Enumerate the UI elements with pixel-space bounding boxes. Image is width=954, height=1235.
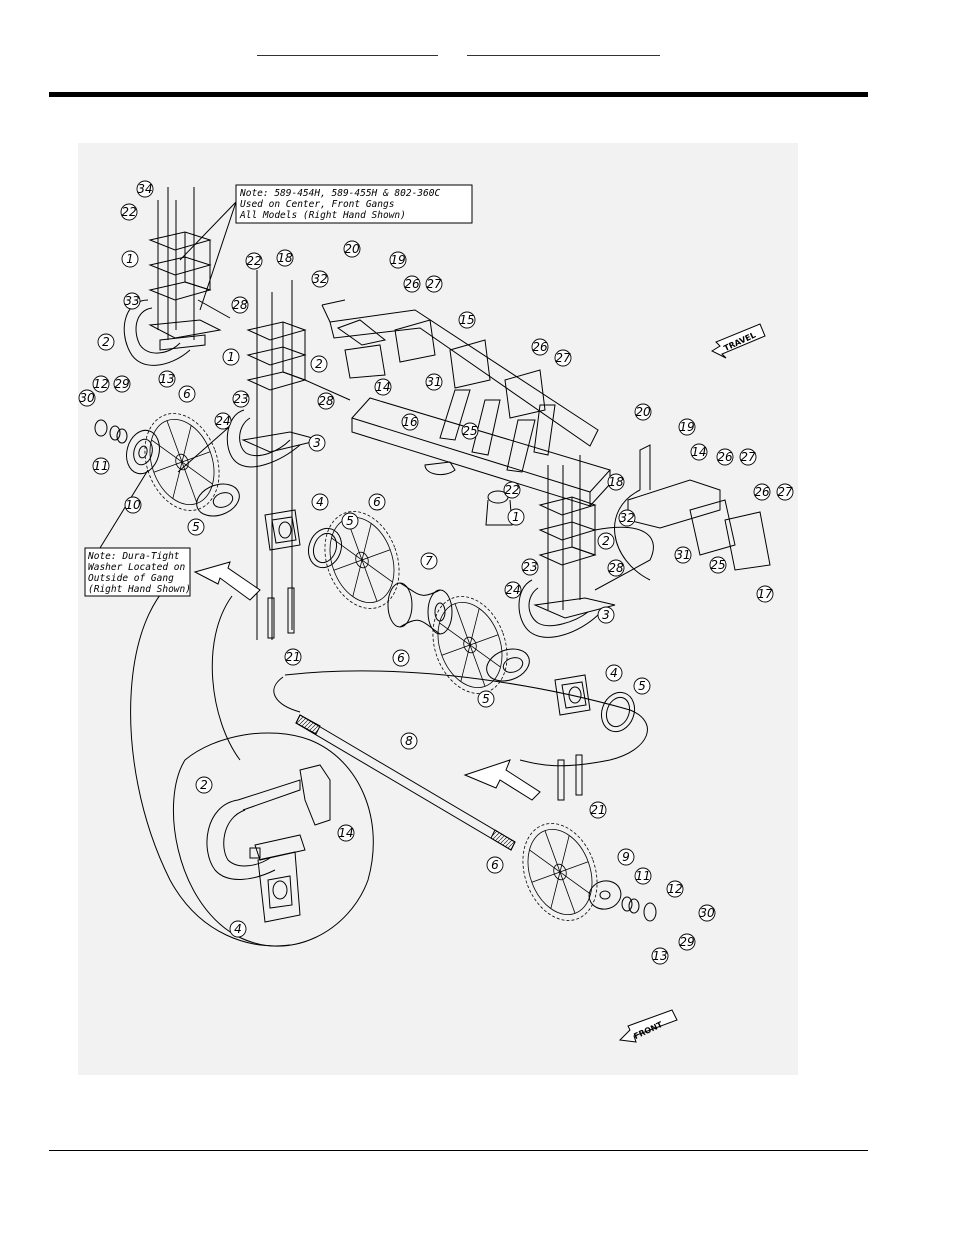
callout-14: 14 xyxy=(691,445,706,459)
callout-circles xyxy=(78,180,794,965)
callout-26: 26 xyxy=(717,450,733,464)
callout-26: 26 xyxy=(532,340,548,354)
callout-14: 14 xyxy=(338,826,353,840)
callout-12: 12 xyxy=(93,377,108,391)
callout-19: 19 xyxy=(679,420,694,434)
callout-30: 30 xyxy=(79,391,95,405)
header-link-1[interactable] xyxy=(257,39,438,56)
callout-6: 6 xyxy=(183,387,191,401)
callout-14: 14 xyxy=(375,380,390,394)
callout-18: 18 xyxy=(277,251,293,265)
callout-15: 15 xyxy=(459,313,474,327)
callout-5: 5 xyxy=(192,520,200,534)
callout-2: 2 xyxy=(602,534,610,548)
callout-6: 6 xyxy=(373,495,381,509)
callout-28: 28 xyxy=(232,298,248,312)
callout-11: 11 xyxy=(93,459,108,473)
callout-31: 31 xyxy=(675,548,690,562)
callout-27: 27 xyxy=(740,450,756,464)
callout-1: 1 xyxy=(126,252,134,266)
callout-20: 20 xyxy=(635,405,651,419)
travel-arrow: TRAVEL xyxy=(710,323,766,359)
disc-blades xyxy=(144,413,598,921)
callout-26: 26 xyxy=(404,277,420,291)
callout-1: 1 xyxy=(227,350,235,364)
front-arrow: FRONT xyxy=(618,1009,678,1043)
callout-4: 4 xyxy=(234,922,242,936)
callout-32: 32 xyxy=(312,272,327,286)
note-center-front-gangs: Note: 589-454H, 589-455H & 802-360C Used… xyxy=(235,184,473,224)
callout-30: 30 xyxy=(699,906,715,920)
callout-numbers: 34 22 1 33 2 28 30 12 29 13 11 10 6 24 2… xyxy=(79,182,793,963)
callout-22: 22 xyxy=(121,205,136,219)
callout-2: 2 xyxy=(200,778,208,792)
callout-10: 10 xyxy=(125,498,141,512)
callout-2: 2 xyxy=(102,335,110,349)
callout-7: 7 xyxy=(425,554,433,568)
note-dura-tight: Note: Dura-Tight Washer Located on Outsi… xyxy=(84,547,191,597)
svg-text:Outside of Gang: Outside of Gang xyxy=(88,573,174,584)
callout-9: 9 xyxy=(622,850,630,864)
callout-3: 3 xyxy=(313,436,321,450)
callout-33: 33 xyxy=(124,294,139,308)
callout-21: 21 xyxy=(285,650,300,664)
callout-26: 26 xyxy=(754,485,770,499)
callout-27: 27 xyxy=(426,277,442,291)
callout-31: 31 xyxy=(426,375,441,389)
callout-4: 4 xyxy=(610,666,618,680)
callout-27: 27 xyxy=(777,485,793,499)
callout-17: 17 xyxy=(757,587,773,601)
callout-22: 22 xyxy=(504,483,519,497)
svg-text:Used on Center, Front Gangs: Used on Center, Front Gangs xyxy=(240,199,394,210)
callout-32: 32 xyxy=(619,511,634,525)
callout-28: 28 xyxy=(318,394,334,408)
callout-21: 21 xyxy=(590,803,605,817)
callout-25: 25 xyxy=(710,558,725,572)
callout-24: 24 xyxy=(505,583,520,597)
callout-5: 5 xyxy=(638,679,646,693)
diagram-background xyxy=(78,143,798,1075)
callout-12: 12 xyxy=(667,882,682,896)
header-link-2[interactable] xyxy=(467,39,660,56)
callout-27: 27 xyxy=(555,351,571,365)
callout-8: 8 xyxy=(405,734,413,748)
callout-16: 16 xyxy=(402,415,418,429)
svg-text:(Right Hand Shown): (Right Hand Shown) xyxy=(88,584,191,595)
svg-text:Washer Located on: Washer Located on xyxy=(88,562,186,573)
callout-18: 18 xyxy=(608,475,624,489)
callout-28: 28 xyxy=(608,561,624,575)
callout-13: 13 xyxy=(652,949,667,963)
callout-24: 24 xyxy=(215,414,230,428)
callout-5: 5 xyxy=(346,514,354,528)
callout-29: 29 xyxy=(114,377,129,391)
footer-rule xyxy=(49,1150,868,1151)
callout-23: 23 xyxy=(233,392,248,406)
svg-text:Note: Dura-Tight: Note: Dura-Tight xyxy=(87,551,180,562)
callout-2: 2 xyxy=(315,357,323,371)
callout-5: 5 xyxy=(482,692,490,706)
callout-3: 3 xyxy=(602,608,610,622)
header-rule xyxy=(49,92,868,97)
callout-4: 4 xyxy=(316,495,324,509)
assembly-direction-arrows xyxy=(193,561,541,801)
callout-22: 22 xyxy=(246,254,261,268)
callout-23: 23 xyxy=(522,560,537,574)
svg-text:Note: 589-454H, 589-455H & 802: Note: 589-454H, 589-455H & 802-360C xyxy=(239,188,440,199)
callout-13: 13 xyxy=(159,372,174,386)
callout-11: 11 xyxy=(635,869,650,883)
callout-34: 34 xyxy=(137,182,152,196)
callout-1: 1 xyxy=(512,510,520,524)
callout-29: 29 xyxy=(679,935,694,949)
callout-25: 25 xyxy=(462,424,477,438)
callout-6: 6 xyxy=(397,651,405,665)
callout-20: 20 xyxy=(344,242,360,256)
callout-19: 19 xyxy=(390,253,405,267)
svg-text:All Models (Right Hand Shown): All Models (Right Hand Shown) xyxy=(239,210,406,221)
callout-6: 6 xyxy=(491,858,499,872)
